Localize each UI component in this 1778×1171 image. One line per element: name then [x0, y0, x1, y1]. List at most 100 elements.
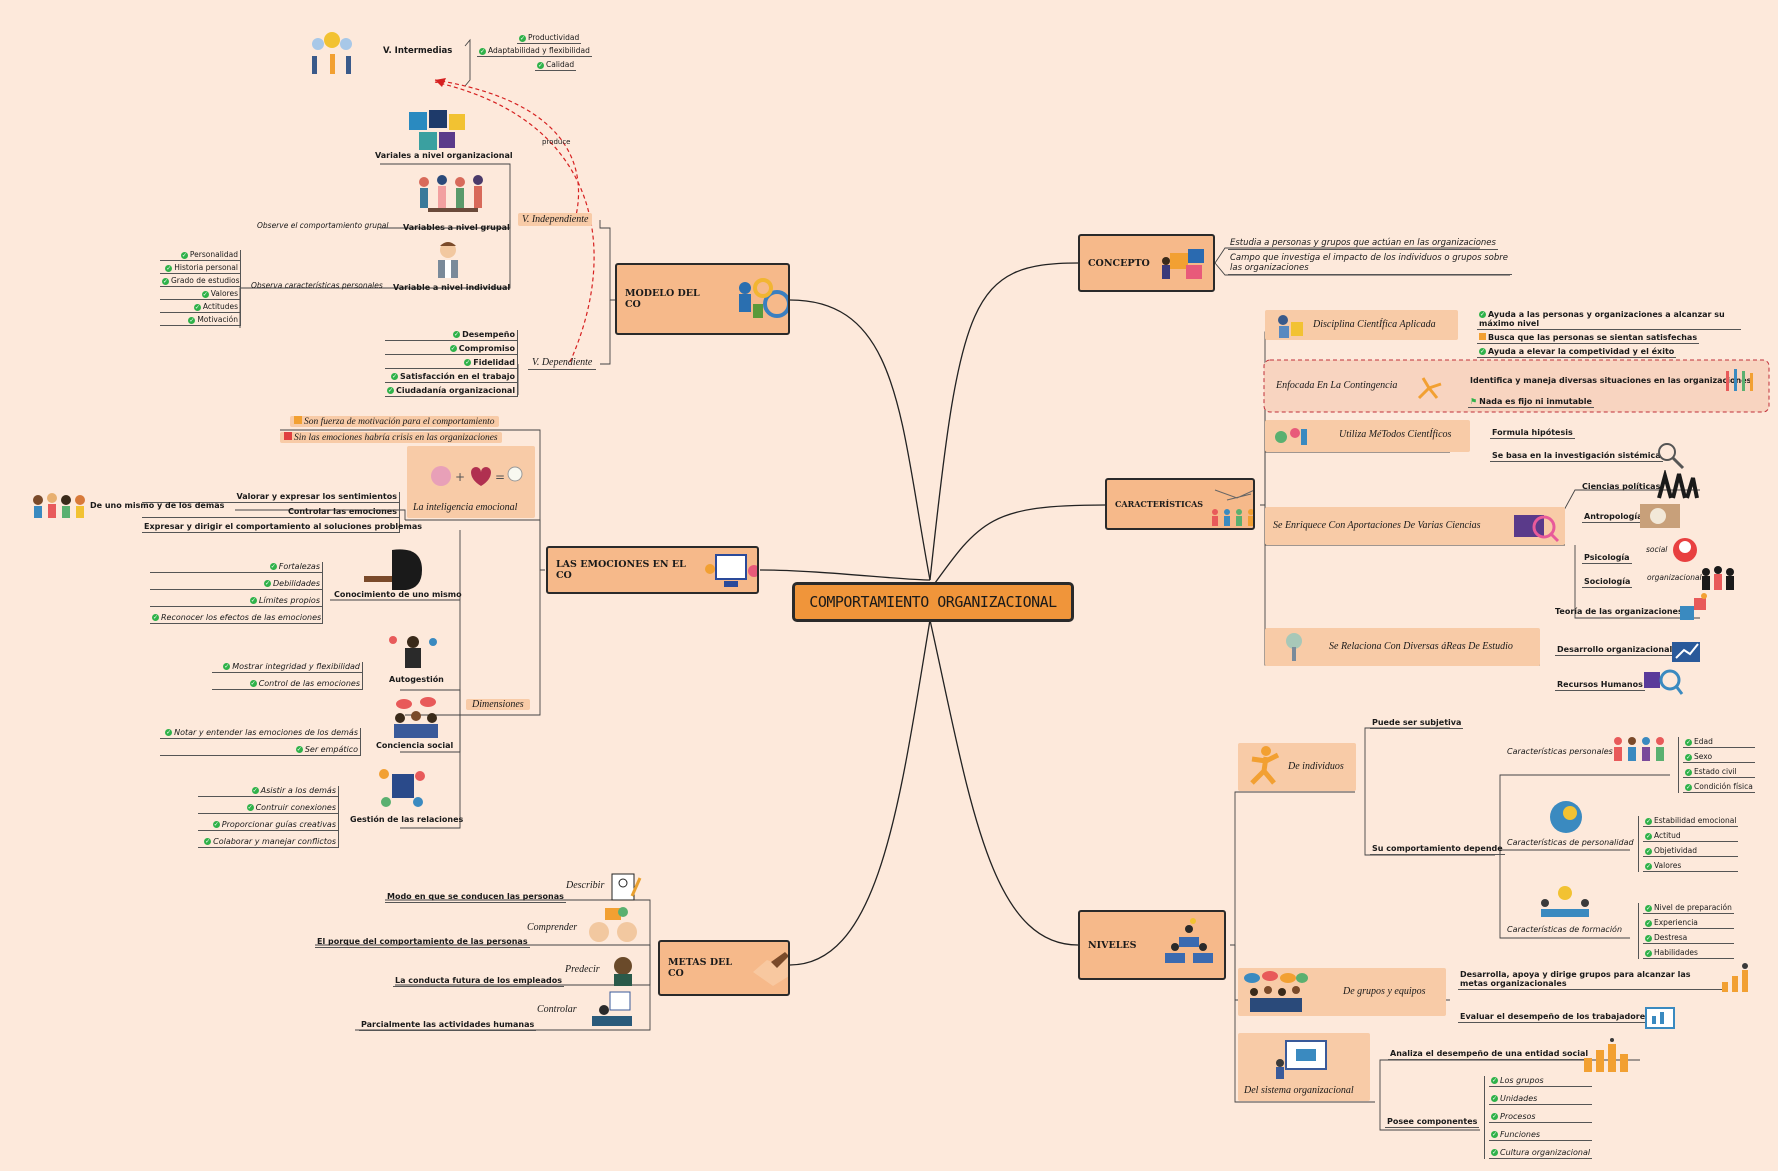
concepto-item-2[interactable]: Campo que investiga el impacto de los in… — [1228, 253, 1512, 275]
individual-item[interactable]: ✓Valores — [160, 289, 240, 300]
individual-item[interactable]: ✓Motivación — [160, 315, 240, 326]
grupal-label[interactable]: Variables a nivel grupal — [403, 223, 510, 232]
independiente-node[interactable]: V. Independiente — [518, 213, 593, 226]
individual-item[interactable]: ✓Personalidad — [160, 250, 240, 261]
autogestion-label[interactable]: Autogestión — [389, 675, 444, 684]
emociones-node[interactable]: LAS EMOCIONES EN EL CO — [546, 546, 759, 594]
individual-item[interactable]: ✓Grado de estudios — [160, 276, 240, 287]
disciplina-item-1[interactable]: ✓Ayuda a las personas y organizaciones a… — [1477, 310, 1741, 330]
controlar-node[interactable]: Controlar — [537, 1004, 577, 1015]
disciplina-item-2[interactable]: Busca que las personas se sientan satisf… — [1477, 333, 1700, 344]
intermedias-node[interactable]: V. Intermedias — [300, 28, 465, 78]
ciencias-item-3[interactable]: Psicología — [1582, 553, 1632, 564]
individual-item[interactable]: ✓Historia personal — [160, 263, 240, 274]
metodos-node[interactable]: Utiliza MéTodos CientÍficos — [1265, 420, 1470, 452]
personalidad-item[interactable]: ✓Valores — [1643, 861, 1739, 872]
concepto-item-1[interactable]: Estudia a personas y grupos que actúan e… — [1228, 238, 1498, 250]
conciencia-label[interactable]: Conciencia social — [376, 741, 454, 750]
personales-item[interactable]: ✓Estado civil — [1683, 767, 1755, 778]
grupos-item-2[interactable]: Evaluar el desempeño de los trabajadores — [1458, 1012, 1652, 1023]
grupos-node[interactable]: De grupos y equipos — [1238, 968, 1446, 1016]
dimensiones-node[interactable]: Dimensiones — [466, 699, 530, 710]
fuerza-node[interactable]: Son fuerza de motivación para el comport… — [290, 416, 499, 427]
disciplina-item-3[interactable]: ✓Ayuda a elevar la competividad y el éxi… — [1477, 347, 1677, 358]
describir-node[interactable]: Describir — [566, 880, 605, 891]
formacion-item[interactable]: ✓Nivel de preparación — [1643, 903, 1734, 914]
personalidad-item[interactable]: ✓Actitud — [1643, 831, 1739, 842]
describir-text[interactable]: Modo en que se conducen las personas — [385, 892, 566, 903]
dependiente-item[interactable]: ✓Compromiso — [385, 344, 517, 355]
sistema-item[interactable]: ✓Los grupos — [1489, 1076, 1593, 1087]
ciencias-item-1[interactable]: Ciencias políticas — [1582, 482, 1661, 491]
comprender-text[interactable]: El porque del comportamiento de las pers… — [315, 937, 530, 948]
predecir-node[interactable]: Predecir — [565, 964, 600, 975]
organizacional-label[interactable]: Variales a nivel organizacional — [375, 151, 513, 160]
areas-node[interactable]: Se Relaciona Con Diversas áReas De Estud… — [1265, 628, 1540, 666]
predecir-text[interactable]: La conducta futura de los empleados — [393, 976, 564, 987]
autogestion-item[interactable]: ✓Mostrar integridad y flexibilidad — [212, 662, 362, 673]
dependiente-item[interactable]: ✓Ciudadanía organizacional — [385, 386, 517, 397]
intermedias-item-2[interactable]: ✓Adaptabilidad y flexibilidad — [477, 46, 592, 57]
metodos-item-1[interactable]: Formula hipótesis — [1490, 428, 1575, 439]
gestion-label[interactable]: Gestión de las relaciones — [350, 815, 464, 824]
individual-label[interactable]: Variable a nivel individual — [393, 283, 511, 292]
central-topic[interactable]: COMPORTAMIENTO ORGANIZACIONAL — [792, 582, 1074, 622]
sistema-item[interactable]: ✓Unidades — [1489, 1094, 1593, 1105]
concepto-node[interactable]: CONCEPTO — [1078, 234, 1215, 292]
conocimiento-item[interactable]: ✓Fortalezas — [150, 562, 322, 573]
areas-item-3[interactable]: Recursos Humanos — [1555, 680, 1645, 691]
sistema-item[interactable]: ✓Cultura organizacional — [1489, 1148, 1593, 1159]
conocimiento-label[interactable]: Conocimiento de uno mismo — [334, 590, 462, 599]
sistema-node[interactable]: Del sistema organizacional — [1238, 1033, 1370, 1101]
dependiente-item[interactable]: ✓Satisfacción en el trabajo — [385, 372, 517, 383]
conciencia-item[interactable]: ✓Notar y entender las emociones de los d… — [160, 728, 360, 739]
intermedias-item-1[interactable]: ✓Productividad — [517, 33, 582, 44]
conocimiento-item[interactable]: ✓Reconocer los efectos de las emociones — [150, 613, 322, 624]
controlar-text[interactable]: Parcialmente las actividades humanas — [359, 1020, 537, 1031]
individual-item[interactable]: ✓Actitudes — [160, 302, 240, 313]
dependiente-item[interactable]: ✓Fidelidad — [385, 358, 517, 369]
personales-item[interactable]: ✓Edad — [1683, 737, 1755, 748]
personalidad-label[interactable]: Características de personalidad — [1507, 838, 1634, 847]
formacion-label[interactable]: Características de formación — [1507, 925, 1623, 934]
gestion-item[interactable]: ✓Asistir a los demás — [198, 786, 338, 797]
dependiente-node[interactable]: V. Dependiente — [528, 356, 597, 370]
personales-item[interactable]: ✓Sexo — [1683, 752, 1755, 763]
inteligencia-item[interactable]: Valorar y expresar los sentimientos — [142, 492, 399, 503]
inteligencia-side-node[interactable]: De uno mismo y de los demas — [30, 490, 230, 522]
metodos-item-2[interactable]: Se basa en la investigación sistémica — [1490, 451, 1663, 462]
comprender-node[interactable]: Comprender — [527, 922, 578, 933]
personales-label[interactable]: Características personales — [1507, 747, 1613, 756]
sistema-item[interactable]: ✓Procesos — [1489, 1112, 1593, 1123]
contingencia-item-2[interactable]: ⚑Nada es fijo ni inmutable — [1468, 397, 1594, 408]
modelo-del-co-node[interactable]: MODELO DEL CO — [615, 263, 790, 335]
metas-node[interactable]: METAS DEL CO — [658, 940, 790, 996]
ciencias-item-4[interactable]: Sociología — [1582, 577, 1633, 588]
sistema-item[interactable]: ✓Funciones — [1489, 1130, 1593, 1141]
disciplina-node[interactable]: Disciplina CientÍfica Aplicada — [1265, 310, 1458, 340]
personales-item[interactable]: ✓Condición física — [1683, 782, 1755, 793]
analiza-label[interactable]: Analiza el desempeño de una entidad soci… — [1388, 1049, 1591, 1060]
formacion-item[interactable]: ✓Destresa — [1643, 933, 1734, 944]
depende-label[interactable]: Su comportamiento depende — [1370, 844, 1505, 855]
formacion-item[interactable]: ✓Habilidades — [1643, 948, 1734, 959]
gestion-item[interactable]: ✓Colaborar y manejar conflictos — [198, 837, 338, 848]
subjetiva-label[interactable]: Puede ser subjetiva — [1370, 718, 1464, 729]
intermedias-item-3[interactable]: ✓Calidad — [535, 60, 577, 71]
conocimiento-item[interactable]: ✓Debilidades — [150, 579, 322, 590]
conciencia-item[interactable]: ✓Ser empático — [160, 745, 360, 756]
posee-label[interactable]: Posee componentes — [1385, 1117, 1480, 1128]
caracteristicas-node[interactable]: CARACTERÍSTICAS — [1105, 478, 1255, 530]
individuos-node[interactable]: De individuos — [1238, 743, 1356, 791]
personalidad-item[interactable]: ✓Estabilidad emocional — [1643, 816, 1739, 827]
areas-item-2[interactable]: Desarrollo organizacional — [1555, 645, 1675, 656]
formacion-item[interactable]: ✓Experiencia — [1643, 918, 1734, 929]
inteligencia-item[interactable]: Expresar y dirigir el comportamiento al … — [142, 522, 423, 533]
gestion-item[interactable]: ✓Proporcionar guías creativas — [198, 820, 338, 831]
inteligencia-item[interactable]: Controlar las emociones — [142, 507, 399, 518]
dependiente-item[interactable]: ✓Desempeño — [385, 330, 517, 341]
conocimiento-item[interactable]: ✓Límites propios — [150, 596, 322, 607]
personalidad-item[interactable]: ✓Objetividad — [1643, 846, 1739, 857]
contingencia-node[interactable]: Enfocada En La Contingencia — [1270, 372, 1455, 402]
areas-item-1[interactable]: Teoría de las organizaciones — [1555, 607, 1683, 616]
